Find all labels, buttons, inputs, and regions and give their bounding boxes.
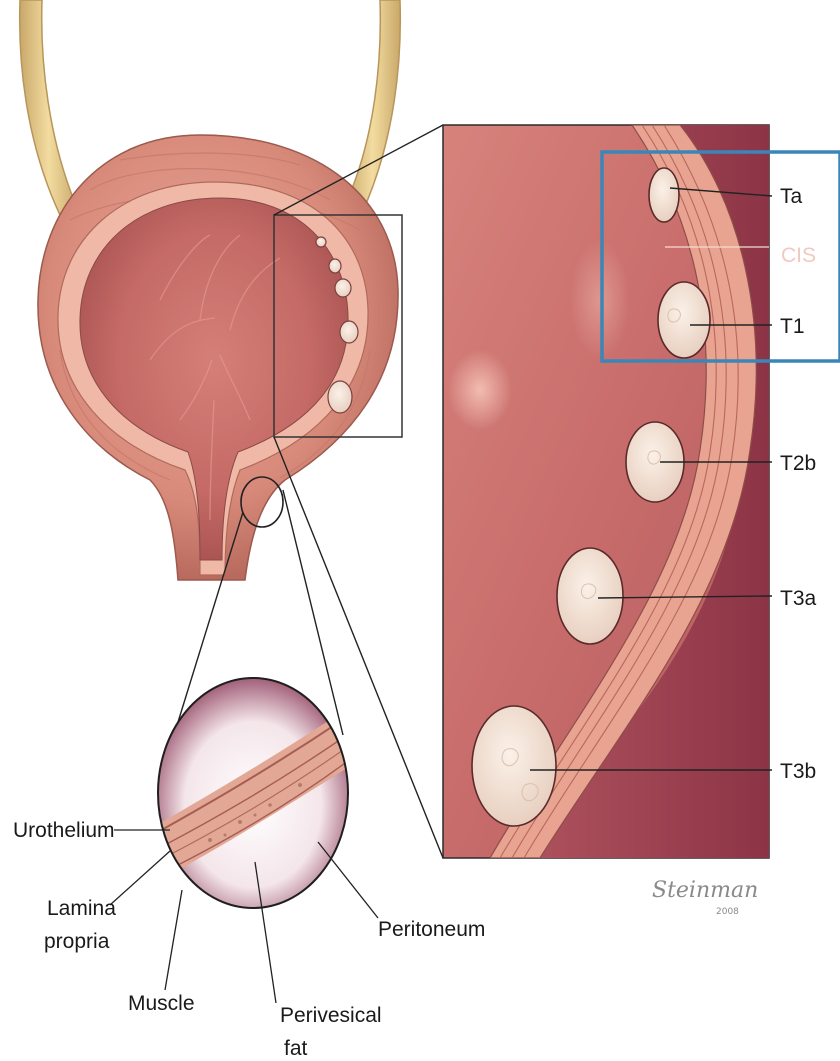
signature-year: 2008 <box>716 907 739 917</box>
bladder-whole <box>38 135 398 580</box>
label-t3b: T3b <box>780 760 816 783</box>
label-lamina-line1: Lamina <box>47 897 116 920</box>
label-peritoneum: Peritoneum <box>378 918 485 941</box>
magnified-wall-panel <box>443 125 769 858</box>
wall-layers-magnifier <box>140 678 360 908</box>
label-lamina-line2: propria <box>44 930 110 953</box>
tumor-t3a <box>557 548 623 644</box>
label-perivesical-line2: fat <box>284 1037 308 1060</box>
label-urothelium: Urothelium <box>13 819 115 842</box>
signature-name: Steinman <box>652 878 758 903</box>
tumor-t1 <box>658 282 710 358</box>
label-muscle: Muscle <box>128 992 195 1015</box>
label-t1: T1 <box>780 315 805 338</box>
tumor-ta <box>649 168 679 222</box>
label-perivesical-line1: Perivesical <box>280 1004 382 1027</box>
label-cis: CIS <box>781 244 816 267</box>
label-t2b: T2b <box>780 452 816 475</box>
label-t3a: T3a <box>780 587 817 610</box>
label-ta: Ta <box>780 185 803 208</box>
artist-signature: Steinman 2008 <box>652 878 758 917</box>
tumor-t3b <box>472 706 556 826</box>
